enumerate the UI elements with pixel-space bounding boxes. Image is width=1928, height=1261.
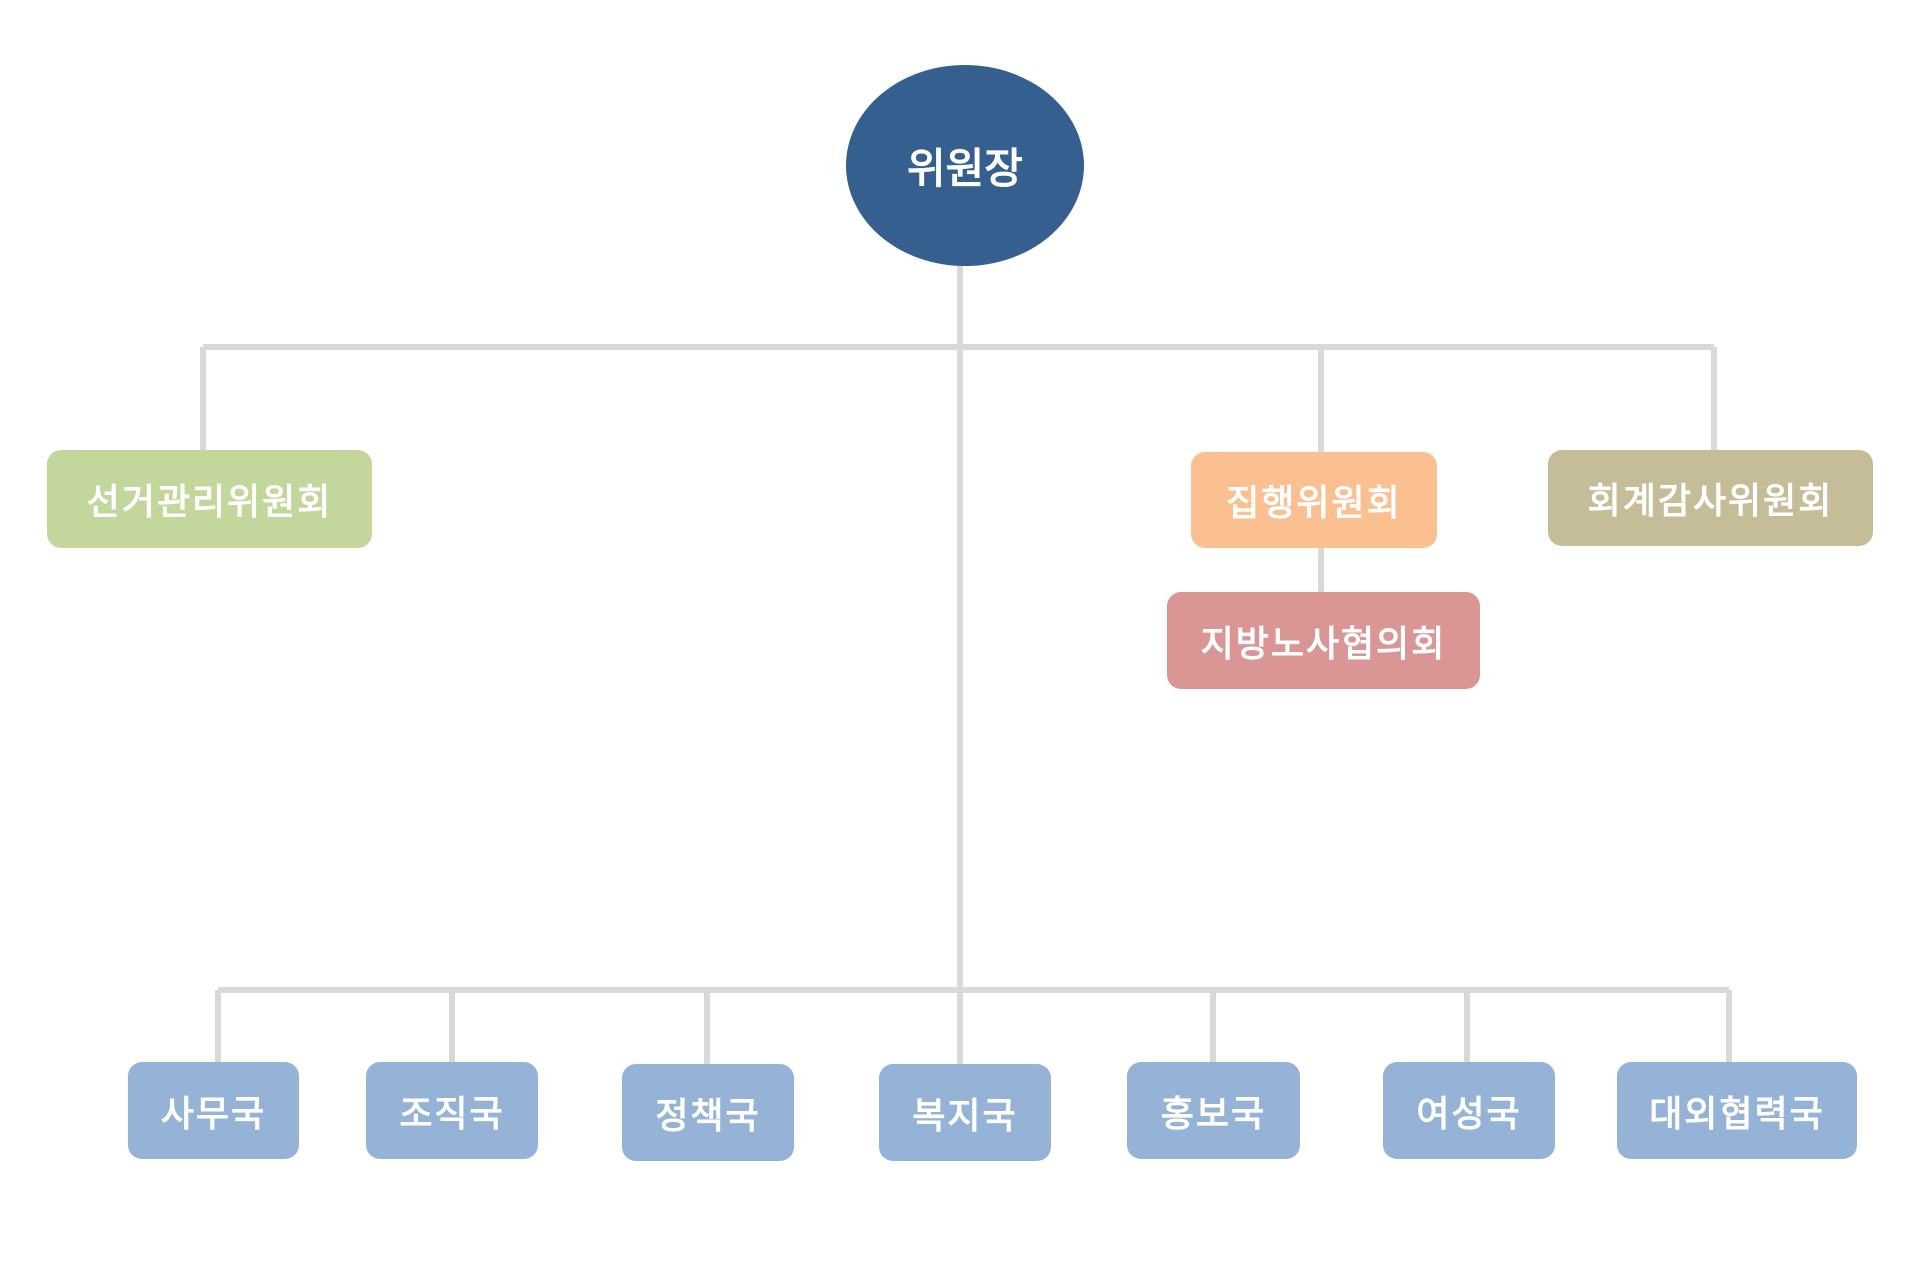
audit-committee-box: 회계감사위원회 — [1548, 450, 1873, 546]
executive-committee-box: 집행위원회 — [1191, 452, 1437, 548]
department-box: 조직국 — [366, 1062, 538, 1159]
election-committee-box: 선거관리위원회 — [47, 450, 372, 548]
department-box: 복지국 — [879, 1064, 1051, 1161]
department-box: 사무국 — [128, 1062, 299, 1159]
regional-council-box: 지방노사협의회 — [1167, 592, 1480, 689]
department-box: 대외협력국 — [1617, 1062, 1857, 1159]
department-box: 정책국 — [622, 1064, 794, 1161]
department-box: 여성국 — [1383, 1062, 1555, 1159]
department-box: 홍보국 — [1127, 1062, 1300, 1159]
chairperson-node: 위원장 — [846, 65, 1084, 266]
